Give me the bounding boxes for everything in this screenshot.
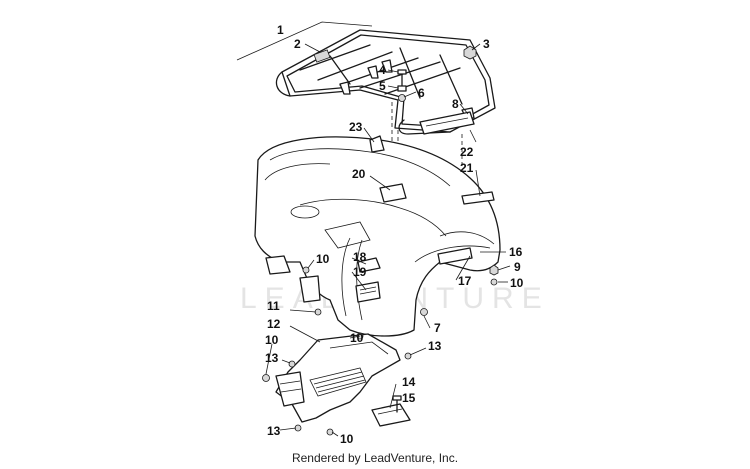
rear-rack <box>275 29 496 135</box>
leader-lines <box>236 21 511 437</box>
fasteners <box>262 264 499 436</box>
callout-4: 4 <box>379 63 386 77</box>
rear-fender <box>254 136 501 337</box>
callout-11: 11 <box>267 299 280 313</box>
callout-23: 23 <box>349 120 363 134</box>
callout-9: 9 <box>514 260 521 274</box>
callout-17: 17 <box>458 274 472 288</box>
callout-10-mid: 10 <box>350 331 364 345</box>
callout-7: 7 <box>434 321 441 335</box>
footrest-strip <box>371 403 411 427</box>
callout-1: 1 <box>277 23 284 37</box>
callout-labels: 1 2 3 4 5 6 8 23 22 21 20 16 9 10 17 18 … <box>265 23 524 446</box>
callout-5: 5 <box>379 79 386 93</box>
callout-10-right: 10 <box>510 276 524 290</box>
callout-12: 12 <box>267 317 281 331</box>
callout-18: 18 <box>353 250 367 264</box>
callout-13-bottom: 13 <box>267 424 281 438</box>
footwell <box>275 333 401 423</box>
callout-14: 14 <box>402 375 416 389</box>
footer-credit: Rendered by LeadVenture, Inc. <box>291 451 459 465</box>
callout-6: 6 <box>418 86 425 100</box>
callout-22: 22 <box>460 145 474 159</box>
callout-13-right: 13 <box>428 339 442 353</box>
decals <box>355 135 495 303</box>
callout-3: 3 <box>483 37 490 51</box>
callout-20: 20 <box>352 167 366 181</box>
callout-15: 15 <box>402 391 416 405</box>
callout-10-upper: 10 <box>316 252 330 266</box>
callout-2: 2 <box>294 37 301 51</box>
callout-21: 21 <box>460 161 474 175</box>
callout-13-left: 13 <box>265 351 279 365</box>
callout-10-bottom: 10 <box>340 432 354 446</box>
callout-10-left: 10 <box>265 333 279 347</box>
callout-8: 8 <box>452 97 459 111</box>
callout-19: 19 <box>353 265 367 279</box>
callout-16: 16 <box>509 245 523 259</box>
rack-hardware <box>397 45 477 102</box>
